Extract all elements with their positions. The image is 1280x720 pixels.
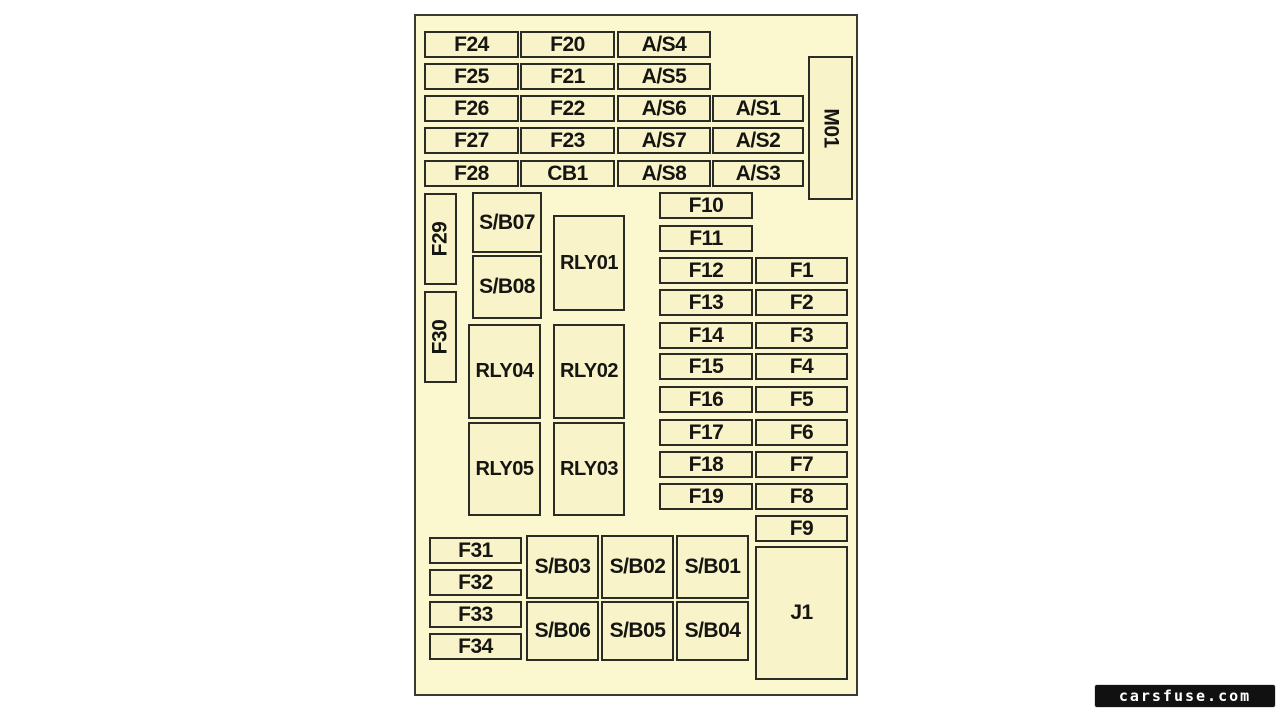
fuse-box-panel: F24 F20 A/S4 F25 F21 A/S5 F26 F22 A/S6 A… <box>414 14 858 696</box>
fuse-SB07: S/B07 <box>472 192 542 253</box>
fuse-F29-label: F29 <box>428 221 452 257</box>
fuse-F20: F20 <box>520 31 615 58</box>
fuse-SB02: S/B02 <box>601 535 674 599</box>
fuse-AS7: A/S7 <box>617 127 711 154</box>
fuse-F19: F19 <box>659 483 753 510</box>
fuse-F33: F33 <box>429 601 522 628</box>
fuse-F14: F14 <box>659 322 753 349</box>
fuse-F34: F34 <box>429 633 522 660</box>
fuse-F10: F10 <box>659 192 753 219</box>
connector-J1: J1 <box>755 546 848 680</box>
fuse-F2: F2 <box>755 289 848 316</box>
fuse-F8: F8 <box>755 483 848 510</box>
fuse-F28: F28 <box>424 160 519 187</box>
fuse-F30-label: F30 <box>428 319 452 355</box>
fuse-F25: F25 <box>424 63 519 90</box>
fuse-F18: F18 <box>659 451 753 478</box>
fuse-F9: F9 <box>755 515 848 542</box>
fuse-AS8: A/S8 <box>617 160 711 187</box>
watermark-logo: carsfuse.com <box>1094 684 1276 708</box>
fuse-F6: F6 <box>755 419 848 446</box>
fuse-F5: F5 <box>755 386 848 413</box>
fuse-F3: F3 <box>755 322 848 349</box>
relay-RLY03: RLY03 <box>553 422 625 516</box>
fuse-F26: F26 <box>424 95 519 122</box>
fuse-F16: F16 <box>659 386 753 413</box>
fuse-SB08: S/B08 <box>472 255 542 319</box>
circuit-breaker-CB1: CB1 <box>520 160 615 187</box>
fuse-F21: F21 <box>520 63 615 90</box>
fuse-AS4: A/S4 <box>617 31 711 58</box>
fuse-F32: F32 <box>429 569 522 596</box>
fuse-SB03: S/B03 <box>526 535 599 599</box>
fuse-SB04: S/B04 <box>676 601 749 661</box>
fuse-F23: F23 <box>520 127 615 154</box>
fuse-F17: F17 <box>659 419 753 446</box>
relay-RLY01: RLY01 <box>553 215 625 311</box>
fuse-AS5: A/S5 <box>617 63 711 90</box>
fuse-F30: F30 <box>424 291 457 383</box>
fuse-F1: F1 <box>755 257 848 284</box>
relay-RLY04: RLY04 <box>468 324 541 419</box>
fuse-AS6: A/S6 <box>617 95 711 122</box>
fuse-AS2: A/S2 <box>712 127 804 154</box>
relay-RLY05: RLY05 <box>468 422 541 516</box>
fuse-SB01: S/B01 <box>676 535 749 599</box>
fuse-F31: F31 <box>429 537 522 564</box>
relay-RLY02: RLY02 <box>553 324 625 419</box>
fuse-SB05: S/B05 <box>601 601 674 661</box>
fuse-F4: F4 <box>755 353 848 380</box>
fuse-F24: F24 <box>424 31 519 58</box>
module-M01: M01 <box>808 56 853 200</box>
fuse-F22: F22 <box>520 95 615 122</box>
fuse-F29: F29 <box>424 193 457 285</box>
fuse-F12: F12 <box>659 257 753 284</box>
fuse-F15: F15 <box>659 353 753 380</box>
fuse-F13: F13 <box>659 289 753 316</box>
fuse-AS3: A/S3 <box>712 160 804 187</box>
fuse-AS1: A/S1 <box>712 95 804 122</box>
fuse-F27: F27 <box>424 127 519 154</box>
fuse-F7: F7 <box>755 451 848 478</box>
fuse-F11: F11 <box>659 225 753 252</box>
module-M01-label: M01 <box>819 108 843 148</box>
fuse-SB06: S/B06 <box>526 601 599 661</box>
